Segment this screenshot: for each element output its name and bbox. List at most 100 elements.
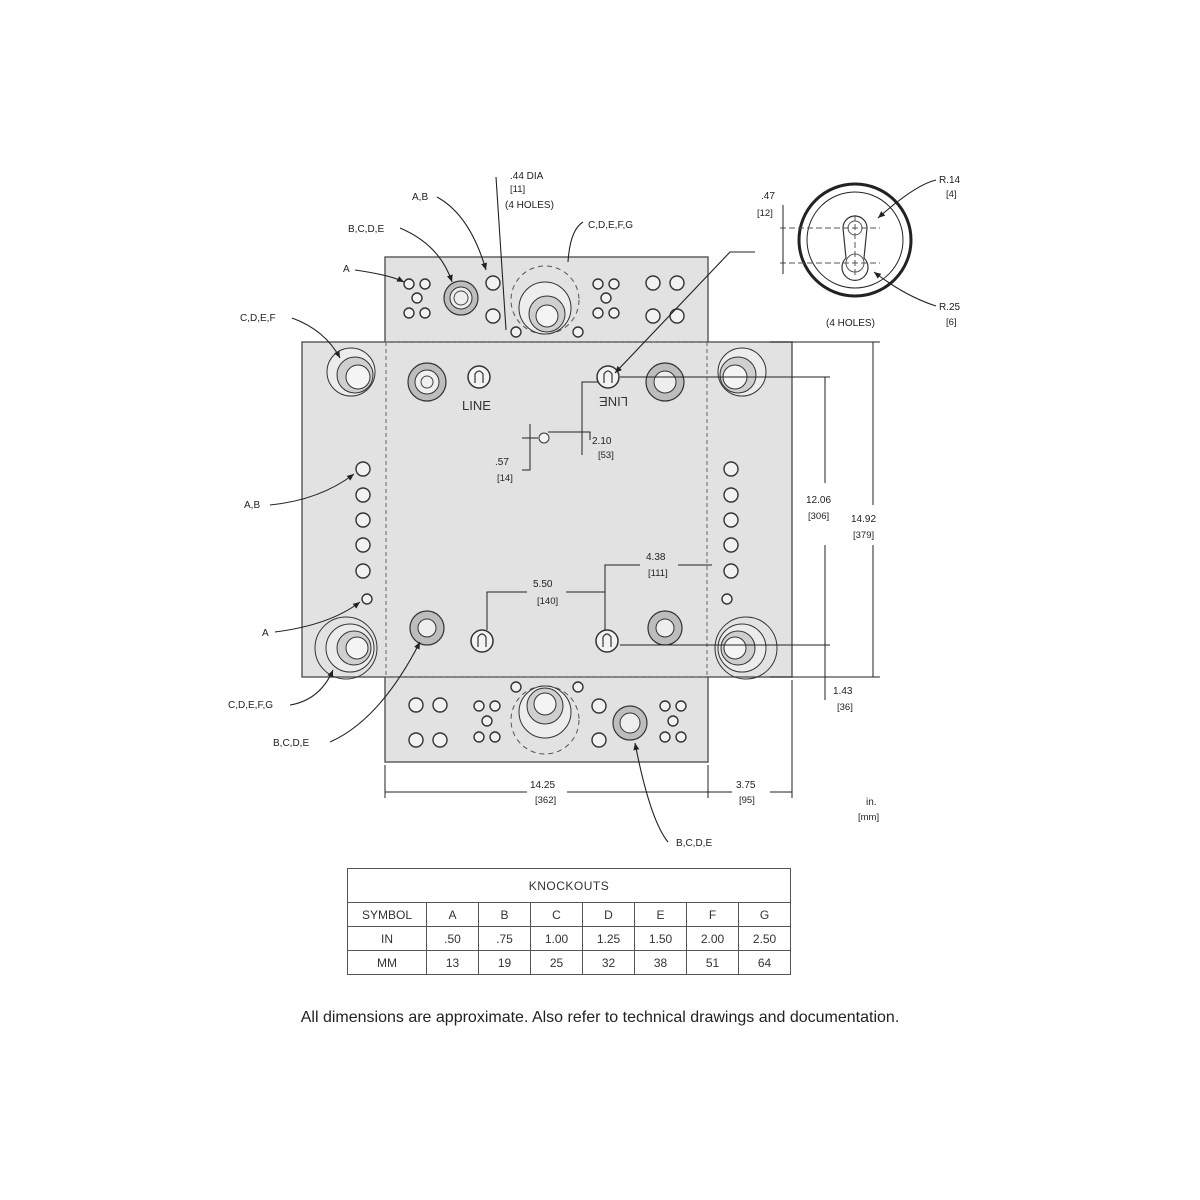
table-cell: 2.00 [686, 926, 739, 951]
knockout-concentric-bottom [510, 681, 584, 755]
knockout-cluster [592, 278, 620, 319]
table-header-cell: A [426, 902, 479, 927]
knockout-large [647, 610, 683, 646]
table-row: MM 13 19 25 32 38 51 64 [347, 950, 791, 975]
table-cell: 1.50 [634, 926, 687, 951]
terminal-line-right [596, 365, 620, 389]
knockouts-title: KNOCKOUTS [347, 868, 791, 903]
mount-hole-count: (4 HOLES) [505, 200, 554, 211]
knockout-cluster [403, 278, 431, 319]
table-cell: .50 [426, 926, 479, 951]
table-header-cell: G [738, 902, 791, 927]
table-header-cell: F [686, 902, 739, 927]
keyhole-height-mm: [12] [757, 208, 773, 219]
keyhole-detail [780, 179, 937, 307]
dim-0-57: .57 [495, 457, 509, 468]
callout-left-a: A [262, 628, 269, 639]
units-mm: [mm] [858, 812, 879, 823]
knockout-small [485, 275, 501, 291]
table-cell: 64 [738, 950, 791, 975]
table-cell: 1.25 [582, 926, 635, 951]
dim-5-50-mm: [140] [537, 596, 558, 607]
enclosure-outline [301, 256, 793, 763]
keyhole-r-large-mm: [6] [946, 317, 957, 328]
knockout-large [407, 362, 447, 402]
terminal-line-left [467, 365, 491, 389]
keyhole-height: .47 [761, 191, 775, 202]
dim-4-38-mm: [111] [648, 568, 668, 579]
dim-3-75: 3.75 [736, 780, 756, 791]
table-header-cell: SYMBOL [347, 902, 427, 927]
callout-leaders [269, 176, 755, 843]
knockout-concentric-left-bottom [314, 616, 378, 680]
table-row: IN .50 .75 1.00 1.25 1.50 2.00 2.50 [347, 926, 791, 951]
dim-14-92: 14.92 [851, 514, 876, 525]
table-header-cell: C [530, 902, 583, 927]
footnote: All dimensions are approximate. Also ref… [300, 1009, 900, 1026]
knockout-large [409, 610, 445, 646]
callout-top-bcde: B,C,D,E [348, 224, 384, 235]
bottom-flange-knockouts [408, 681, 687, 755]
terminal-bottom-right [595, 629, 619, 653]
table-header-cell: E [634, 902, 687, 927]
knockout-small [485, 308, 501, 324]
dim-0-57-mm: [14] [497, 473, 513, 484]
dim-12-06-mm: [306] [808, 511, 829, 522]
callout-left-ab: A,B [244, 500, 260, 511]
dim-5-50: 5.50 [533, 579, 553, 590]
knockout-large [443, 280, 479, 316]
callout-bottom-bcde-right: B,C,D,E [676, 838, 712, 849]
knockout-cluster [659, 700, 687, 743]
table-cell: 51 [686, 950, 739, 975]
table-header-row: SYMBOL A B C D E F G [347, 902, 791, 927]
table-cell: .75 [478, 926, 531, 951]
table-header-cell: D [582, 902, 635, 927]
knockout-cluster [473, 700, 501, 743]
callout-top-a: A [343, 264, 350, 275]
table-cell: 19 [478, 950, 531, 975]
keyhole-count: (4 HOLES) [826, 318, 875, 329]
knockout-large [612, 705, 648, 741]
keyhole-r-small-mm: [4] [946, 189, 957, 200]
terminal-bottom-left [470, 629, 494, 653]
overall-dimensions-bottom: 14.25 [362] 3.75 [95] [384, 680, 793, 806]
dim-1-43-mm: [36] [837, 702, 853, 713]
units-in: in. [866, 797, 877, 808]
knockout-concentric-left-top [326, 347, 376, 397]
dim-14-92-mm: [379] [853, 530, 874, 541]
callout-bottom-bcde-left: B,C,D,E [273, 738, 309, 749]
dim-3-75-mm: [95] [739, 795, 755, 806]
table-cell: IN [347, 926, 427, 951]
dim-12-06: 12.06 [806, 495, 831, 506]
table-cell: 13 [426, 950, 479, 975]
table-header-cell: B [478, 902, 531, 927]
callout-top-cdefg: C,D,E,F,G [588, 220, 633, 231]
table-cell: 38 [634, 950, 687, 975]
table-cell: 1.00 [530, 926, 583, 951]
ground-stud [522, 424, 550, 444]
table-cell: 25 [530, 950, 583, 975]
line-label-right: LINE [599, 394, 628, 409]
knockout-concentric-right-top [717, 347, 767, 397]
callout-left-cdef: C,D,E,F [240, 313, 276, 324]
back-plate [407, 362, 685, 653]
dim-14-25-mm: [362] [535, 795, 556, 806]
dim-2-10-mm: [53] [598, 450, 614, 461]
mount-hole-dia: .44 DIA [510, 171, 544, 182]
keyhole-r-large: R.25 [939, 302, 961, 313]
table-cell: 2.50 [738, 926, 791, 951]
callout-top-ab: A,B [412, 192, 428, 203]
line-label-left: LINE [462, 398, 491, 413]
keyhole-r-small: R.14 [939, 175, 961, 186]
overall-dimensions-right: 12.06 [306] 14.92 [379] 1.43 [36] [620, 341, 880, 713]
dim-4-38: 4.38 [646, 552, 666, 563]
knockout-concentric-right-bottom [714, 616, 778, 680]
callout-left-cdefg: C,D,E,F,G [228, 700, 273, 711]
dim-2-10: 2.10 [592, 436, 612, 447]
dim-14-25: 14.25 [530, 780, 555, 791]
knockout-concentric-top [510, 265, 584, 338]
top-flange-knockouts [403, 265, 685, 338]
mount-hole-dia-mm: [11] [510, 184, 525, 195]
table-cell: MM [347, 950, 427, 975]
